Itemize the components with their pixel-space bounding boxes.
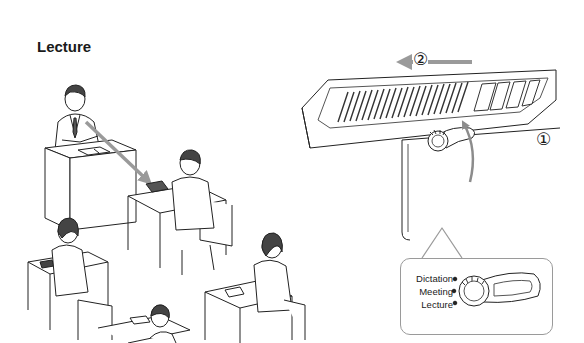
recorder (474, 80, 540, 111)
student-figure (98, 305, 190, 343)
mode-label: Lecture (401, 299, 453, 311)
student-figure (151, 305, 169, 327)
lectern (78, 147, 110, 155)
student-figure (146, 181, 168, 192)
student-figure (180, 150, 200, 164)
student-figure (225, 287, 244, 297)
student-figure (182, 245, 214, 275)
dial-detail (494, 280, 532, 296)
lectern (45, 148, 70, 230)
mode-switch (428, 131, 448, 151)
student-figure (58, 219, 78, 243)
callout-number: ② (413, 51, 428, 69)
dial-detail (459, 276, 489, 306)
dial-detail (462, 277, 484, 285)
dial-detail (453, 277, 457, 281)
dial-detail (482, 273, 540, 303)
callout-leader (422, 228, 462, 258)
student-figure (130, 316, 150, 324)
recorder (402, 128, 560, 240)
classroom-scene (28, 85, 305, 343)
mode-label: Meeting (401, 286, 453, 298)
grille-slots (338, 82, 468, 122)
student-figure (52, 245, 88, 296)
student-figure (172, 177, 214, 230)
student-figure (150, 332, 176, 343)
teacher-figure (62, 136, 98, 142)
recorder (318, 78, 548, 128)
mode-label: Dictation (401, 273, 453, 285)
student-figure (205, 233, 305, 343)
teacher-figure (55, 85, 100, 150)
callout-box: DictationMeetingLecture (400, 258, 553, 335)
student-figure (40, 260, 54, 268)
teacher-figure (73, 118, 77, 138)
student-figure (262, 233, 282, 256)
sound-arrow (86, 122, 147, 180)
teacher-figure (65, 85, 85, 97)
recorder (302, 62, 560, 258)
dial-detail (453, 301, 457, 305)
callout-number: ① (536, 131, 551, 149)
mode-switch (430, 130, 445, 135)
student-figure (58, 218, 78, 238)
student-figure (284, 300, 305, 340)
figure-title: Lecture (37, 38, 91, 55)
student-figure (28, 218, 112, 340)
recorder (408, 144, 409, 232)
mode-switch (432, 135, 444, 147)
student-figure (128, 150, 232, 275)
student-figure (151, 305, 169, 318)
rotate-arrow (464, 124, 473, 182)
student-figure (78, 300, 112, 340)
lectern (45, 140, 136, 230)
dial-detail (464, 281, 484, 301)
dial-detail (452, 273, 540, 306)
student-figure (98, 316, 190, 343)
recorder (302, 108, 310, 148)
